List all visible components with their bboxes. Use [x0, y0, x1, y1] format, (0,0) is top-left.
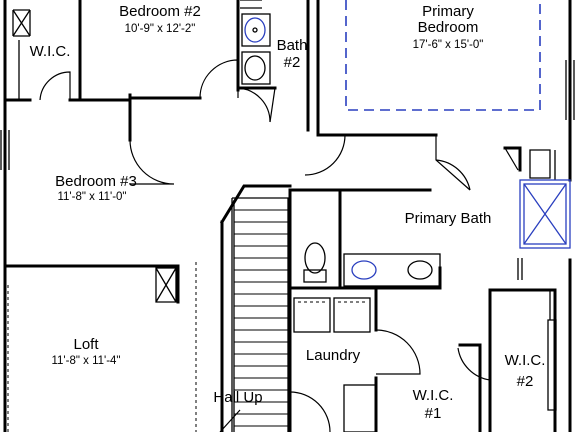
- bedroom2-dims: 10'-9" x 12'-2": [125, 23, 196, 35]
- bedroom3-dims: 11'-8" x 11'-0": [57, 191, 126, 203]
- laundry-name: Laundry: [306, 347, 361, 364]
- hall-up-name: Hall Up: [213, 389, 262, 406]
- wic-top-name: W.I.C.: [30, 43, 71, 60]
- bedroom2-name: Bedroom #2: [119, 3, 201, 20]
- bath2-name-line2: #2: [284, 54, 301, 71]
- bath2-sinks: [241, 13, 271, 85]
- wic2-name-line1: W.I.C.: [505, 352, 546, 369]
- primary-bath-name: Primary Bath: [405, 210, 492, 227]
- primary-bath-vanity: [343, 253, 441, 287]
- bath2-name-line1: Bath: [277, 37, 308, 54]
- bedroom3-name: Bedroom #3: [55, 173, 137, 190]
- wic1-name-line2: #1: [425, 405, 442, 422]
- primary-bedroom-name-line2: Bedroom: [418, 19, 479, 36]
- stairs: [231, 197, 289, 432]
- shower-icon: [519, 179, 571, 249]
- door-swings: [39, 59, 519, 432]
- loft-name: Loft: [73, 336, 99, 353]
- wall-details: [12, 0, 575, 411]
- wic1-shelf: [343, 384, 377, 432]
- room-labels: Bedroom #2 10'-9" x 12'-2" Bath #2 Prima…: [30, 3, 546, 422]
- primary-bedroom-name-line1: Primary: [422, 3, 474, 20]
- toilet-icon: [303, 242, 327, 283]
- primary-bedroom-dims: 17'-6" x 15'-0": [413, 39, 484, 51]
- loft-dims: 11'-8" x 11'-4": [51, 355, 120, 367]
- wic1-name-line1: W.I.C.: [413, 387, 454, 404]
- ceiling-lines: [7, 0, 541, 432]
- washer-dryer: [293, 297, 371, 333]
- wic2-name-line2: #2: [517, 373, 534, 390]
